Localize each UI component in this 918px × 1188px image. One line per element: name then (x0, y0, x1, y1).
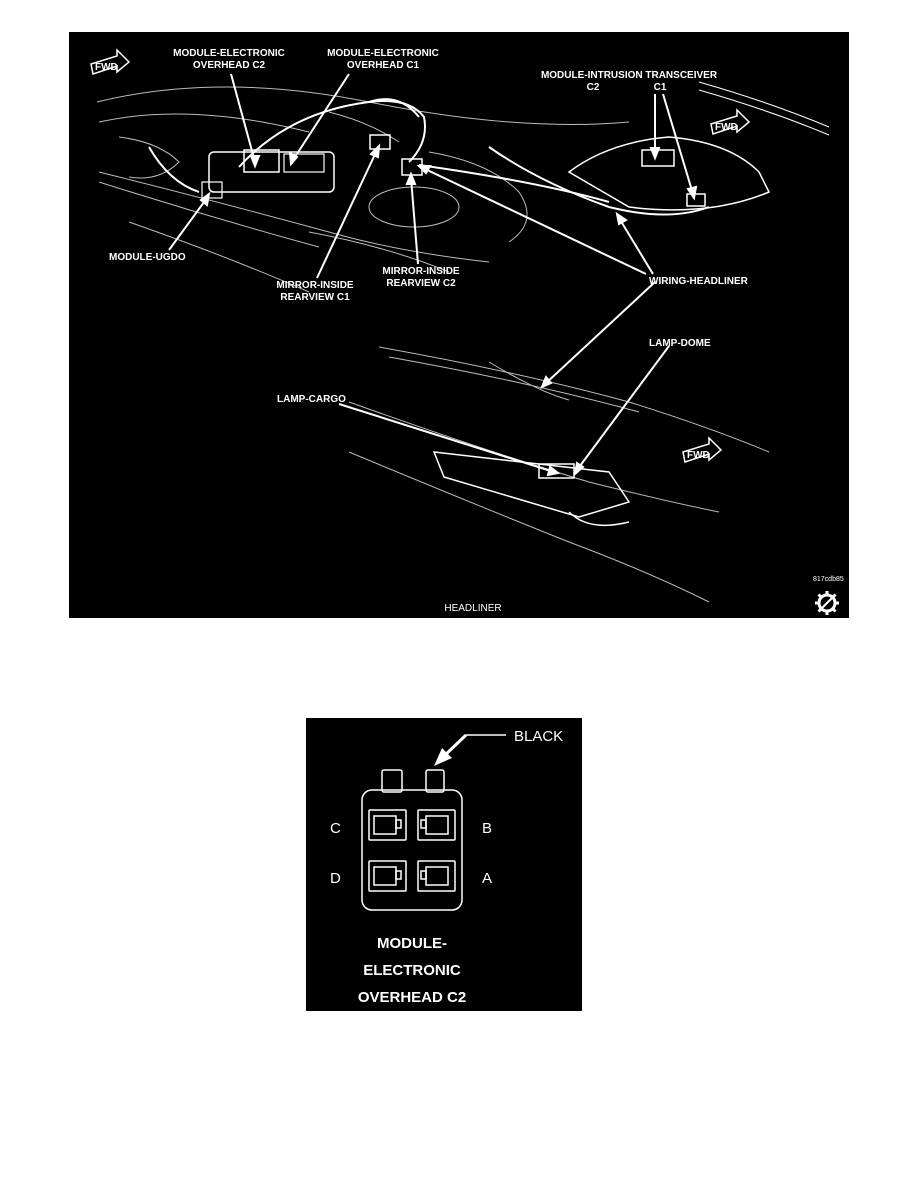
label-wiring-headliner: WIRING-HEADLINER (649, 276, 749, 287)
pin-b: B (482, 820, 492, 837)
label-mirror-c1-line1: MIRROR-INSIDE (276, 280, 354, 291)
module-cluster (148, 98, 610, 203)
pin-a: A (482, 870, 492, 887)
label-mirror-c1-line2: REARVIEW C1 (280, 292, 350, 303)
figure-code: 817cdb85 (813, 576, 844, 583)
headliner-illustration: FWD FWD FWD MODULE-ELECTRONIC OVERHEAD C… (90, 48, 844, 615)
headliner-outline (96, 86, 630, 293)
connector-illustration: BLACK C B D A MODULE- ELECTRONIC OVERHEA… (330, 728, 563, 1006)
lower-headliner-sketch (348, 346, 770, 603)
label-intrusion-transceiver: MODULE-INTRUSION TRANSCEIVER (541, 70, 718, 81)
label-intrusion-c1: C1 (654, 82, 667, 93)
connector-title-line3: OVERHEAD C2 (358, 989, 466, 1006)
label-module-eoh-c2-line1: MODULE-ELECTRONIC (173, 48, 285, 59)
connector-diagram: BLACK C B D A MODULE- ELECTRONIC OVERHEA… (306, 718, 582, 1011)
headliner-diagram: FWD FWD FWD MODULE-ELECTRONIC OVERHEAD C… (69, 32, 849, 618)
label-module-eoh-c2-line2: OVERHEAD C2 (193, 60, 266, 71)
label-lamp-dome: LAMP-DOME (649, 338, 711, 349)
connector-title-line2: ELECTRONIC (363, 962, 461, 979)
leader-lines (168, 73, 698, 477)
fwd-label: FWD (715, 122, 738, 133)
fwd-label: FWD (95, 62, 118, 73)
label-mirror-c2-line2: REARVIEW C2 (386, 278, 456, 289)
fwd-label: FWD (687, 450, 710, 461)
label-mirror-c2-line1: MIRROR-INSIDE (382, 266, 460, 277)
arrow-icon (434, 748, 452, 766)
gear-icon (815, 591, 839, 615)
label-module-ugdo: MODULE-UGDO (109, 252, 186, 263)
fwd-arrow-3: FWD (682, 436, 723, 463)
label-lamp-cargo: LAMP-CARGO (277, 394, 346, 405)
pin-d: D (330, 870, 341, 887)
pin-c: C (330, 820, 341, 837)
figure-caption: HEADLINER (444, 603, 501, 614)
fwd-arrow-2: FWD (710, 108, 751, 135)
connector-title-line1: MODULE- (377, 935, 447, 952)
connector-body (361, 769, 463, 911)
label-module-eoh-c1-line2: OVERHEAD C1 (347, 60, 420, 71)
label-module-eoh-c1-line1: MODULE-ELECTRONIC (327, 48, 439, 59)
label-intrusion-c2: C2 (587, 82, 600, 93)
color-label-black: BLACK (514, 728, 563, 745)
intrusion-transceiver-sketch (488, 81, 830, 216)
fwd-arrow-1: FWD (90, 48, 131, 75)
